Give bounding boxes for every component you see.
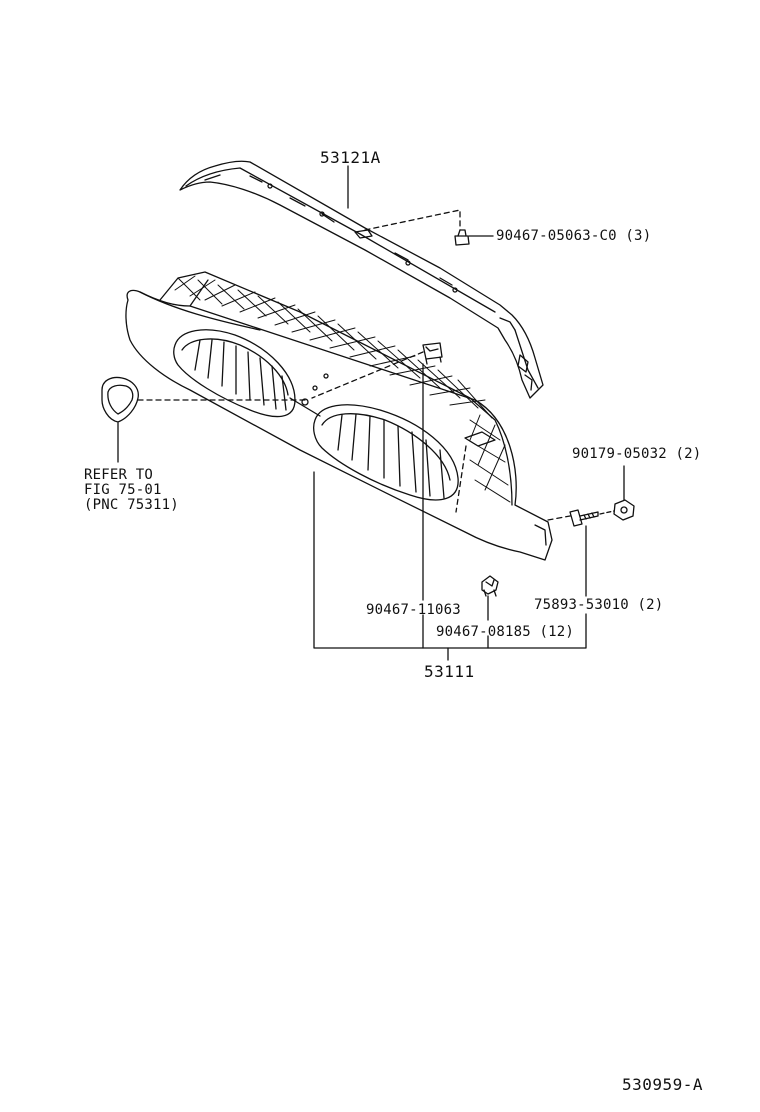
right-opening — [313, 404, 459, 501]
diagram-id: 530959-A — [622, 1075, 704, 1094]
dash-nut — [599, 510, 615, 515]
label-53121a: 53121A — [320, 148, 381, 167]
clip-90467-08185 — [481, 575, 499, 597]
dash-clip-11063 — [311, 351, 424, 399]
mesh-grid — [174, 275, 511, 503]
label-53111: 53111 — [424, 662, 475, 681]
label-fig-75-01: FIG 75-01 — [84, 482, 162, 498]
clip-90467-11063 — [422, 342, 443, 365]
dash-screw — [547, 515, 571, 521]
upper-molding-53121a — [179, 160, 544, 399]
grille-body-53111 — [125, 271, 553, 561]
label-90467-11063: 90467-11063 — [366, 602, 461, 618]
clip-90467-05063 — [454, 229, 470, 246]
grille-center-details — [289, 373, 547, 546]
bracket-53111 — [313, 471, 587, 649]
label-90467-08185: 90467-08185 (12) — [436, 624, 575, 640]
label-75893-53010: 75893-53010 (2) — [534, 597, 664, 613]
nut-90179-05032 — [613, 499, 635, 521]
label-pnc-75311: (PNC 75311) — [84, 497, 179, 513]
label-90467-05063: 90467-05063-C0 (3) — [496, 228, 652, 244]
dash-mesh-clip — [455, 445, 467, 513]
dash-upper-screw — [364, 209, 461, 231]
label-refer-to: REFER TO — [84, 467, 154, 483]
left-opening — [173, 329, 296, 418]
emblem-75311 — [101, 376, 139, 423]
screw-75893-53010 — [569, 509, 599, 527]
label-90179-05032: 90179-05032 (2) — [572, 446, 702, 462]
